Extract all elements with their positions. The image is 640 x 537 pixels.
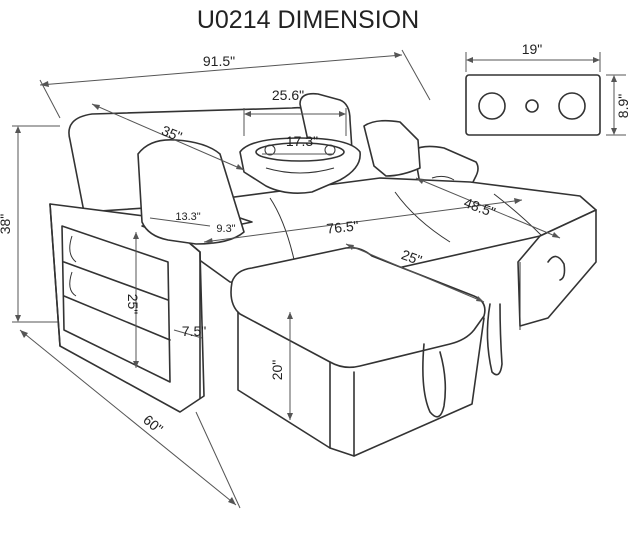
shelf-frame	[61, 225, 171, 383]
shelf-height-label: 25"	[125, 294, 141, 315]
panel-outlet-right	[558, 92, 586, 120]
sofa-body	[49, 92, 597, 457]
chaise-back-cushion	[299, 92, 353, 151]
panel-usb-center	[525, 99, 539, 113]
chaise-front	[517, 209, 597, 327]
ottoman-top	[230, 246, 486, 369]
left-back-cushion	[137, 138, 245, 245]
shelf-upper	[63, 261, 169, 301]
cup-holder-left	[264, 144, 276, 156]
sofa-dimensions: 25.6" 35" 17.3" 13.3" 9.3" 76.5" 48.5" 2…	[91, 87, 561, 420]
control-panel-slot	[431, 175, 455, 181]
ottoman-width-label: 25"	[399, 246, 424, 268]
panel-height-label: 8.9"	[615, 94, 631, 118]
arm-tray-a-label: 13.3"	[175, 211, 200, 223]
diagram-title: U0214 DIMENSION	[197, 6, 419, 34]
chaise-pull-strap	[547, 255, 566, 281]
overall-width-label: 91.5"	[203, 53, 235, 69]
back-span-label: 35"	[159, 122, 184, 145]
overall-width-dimension: 91.5"	[39, 49, 431, 119]
ottoman-pull-strap-right	[486, 303, 503, 376]
console-lid	[255, 142, 345, 162]
seat-width-label: 76.5"	[326, 217, 360, 236]
ottoman-height-label: 20"	[269, 360, 285, 381]
ottoman-pull-strap-left	[422, 343, 447, 418]
console-width-label: 25.6"	[272, 87, 304, 103]
cup-holder-right	[324, 144, 336, 156]
height-dimension: 38"	[0, 125, 60, 323]
height-label: 38"	[0, 214, 13, 235]
arm-width-label: 7.5"	[182, 323, 206, 339]
control-panel-inset: 19" 8.9"	[465, 41, 631, 136]
panel-outline	[465, 74, 601, 136]
panel-outlet-left	[478, 92, 506, 120]
center-console	[239, 137, 361, 194]
right-back-cushion	[363, 119, 421, 177]
panel-width-label: 19"	[522, 41, 543, 57]
shelf-lower	[63, 295, 171, 341]
ottoman-base	[237, 311, 485, 457]
arm-tray-b-label: 9.3"	[216, 223, 235, 235]
depth-label: 60"	[140, 411, 166, 436]
console-inner-label: 17.3"	[286, 133, 318, 149]
